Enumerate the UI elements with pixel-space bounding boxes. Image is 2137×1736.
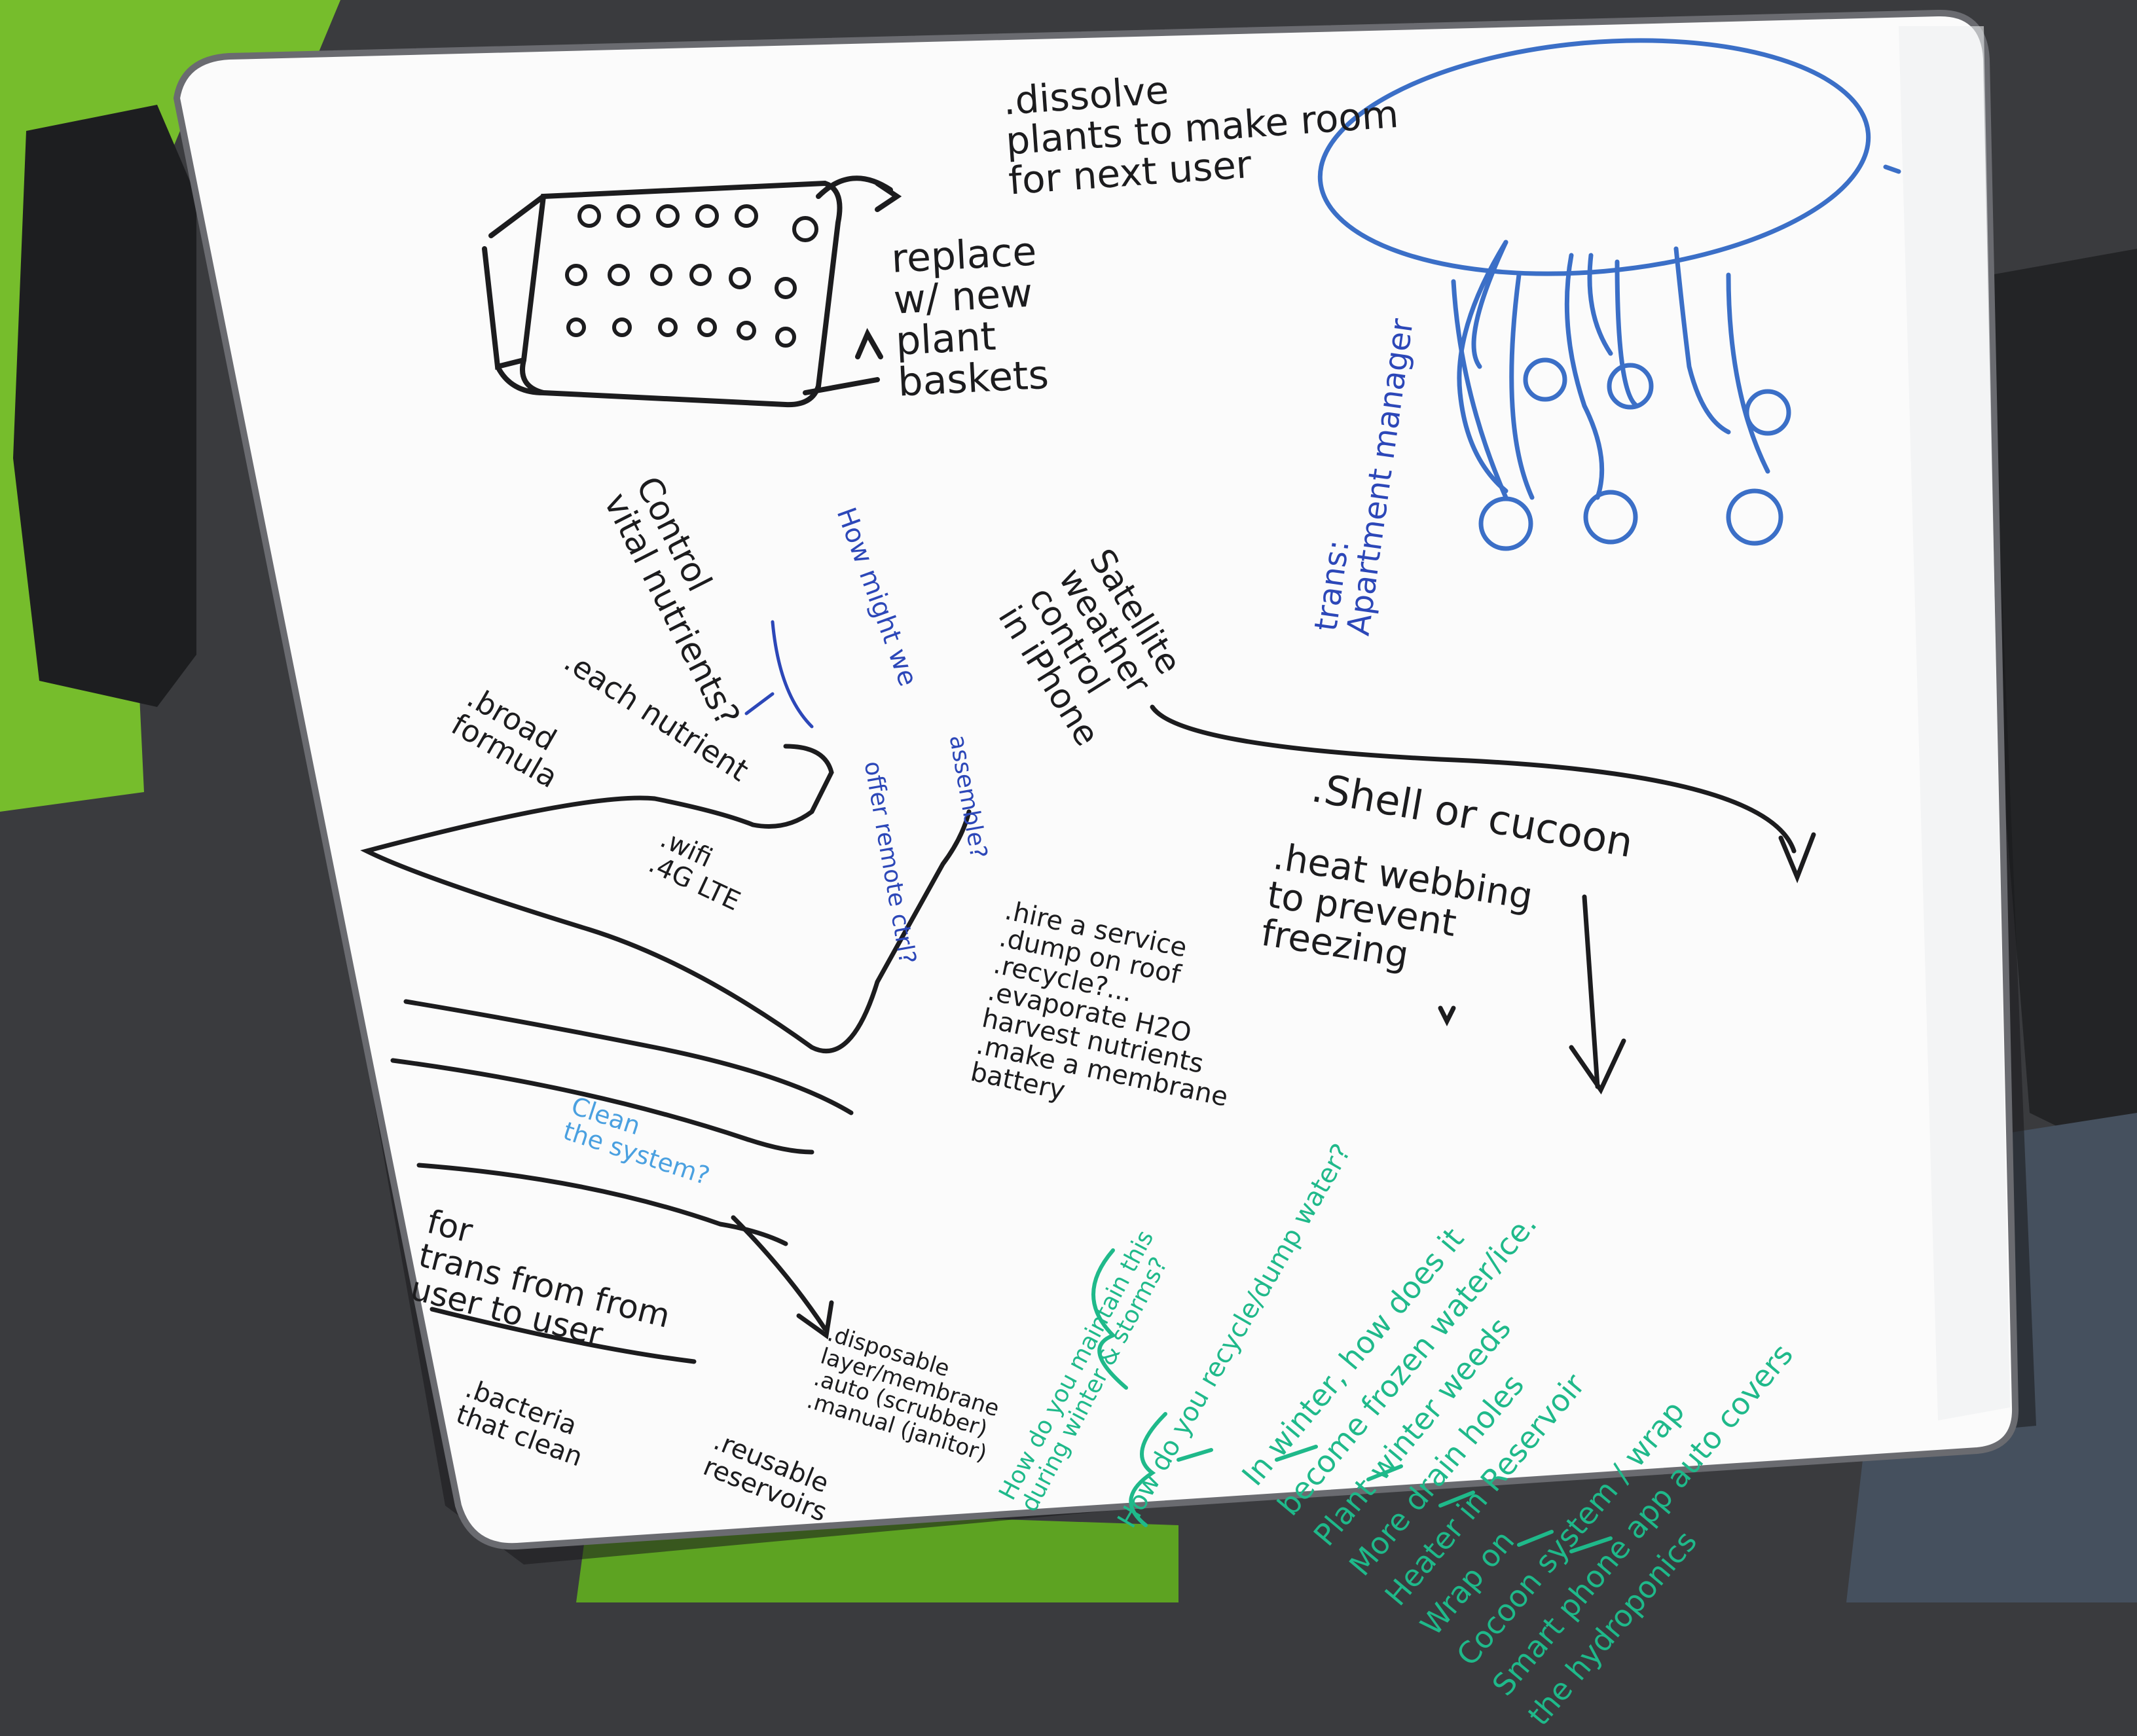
bag-right [1990,249,2137,1165]
dark-bag-left [13,105,196,707]
note-replace: replace w/ new plant baskets [890,228,1050,406]
apartment-diagram [1317,38,1901,551]
background-scene [0,0,2137,1602]
connectors [360,704,1816,1364]
blue-annotations [744,620,814,729]
plant-basket-drawing [482,175,902,408]
board-sheen [1899,26,2010,1420]
green-arrows [1091,1248,1613,1553]
